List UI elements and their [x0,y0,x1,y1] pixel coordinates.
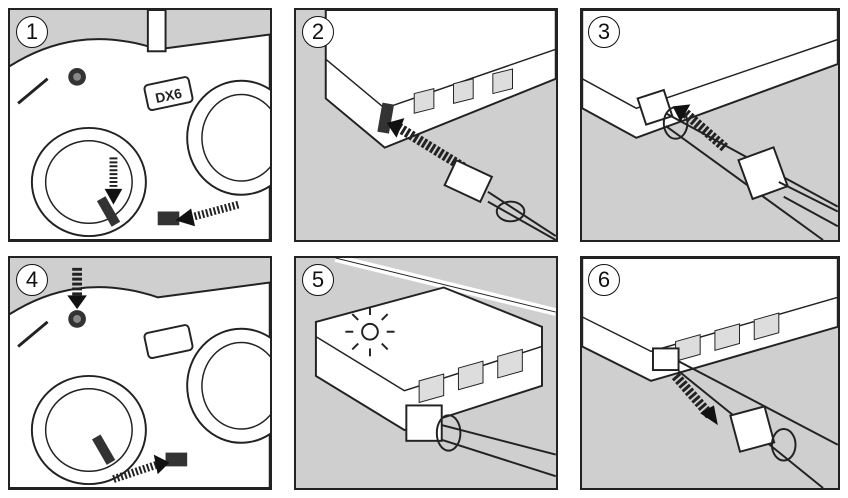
step-2-panel: 2 [294,8,558,242]
step-1-panel: DX6 1 [8,8,272,242]
step-3-panel: 3 [580,8,840,242]
step-5-panel: 5 [294,256,558,490]
step-6-panel: 6 [580,256,840,490]
transmitter-illustration: DX6 [10,10,270,240]
receiver-bind-plug-illustration [324,10,556,240]
receiver-battery-plug-illustration [582,10,838,240]
step-5-number: 5 [302,264,334,296]
step-2-number: 2 [302,16,334,48]
step-6-number: 6 [588,264,620,296]
step-4-number: 4 [16,264,48,296]
receiver-remove-plug-illustration [582,258,838,488]
step-3-number: 3 [588,16,620,48]
step-4-panel: 4 [8,256,272,490]
step-1-number: 1 [16,16,48,48]
transmitter-logo: DX6 [154,86,184,106]
transmitter-trainer-illustration [10,267,270,488]
receiver-led-illustration [314,258,556,478]
